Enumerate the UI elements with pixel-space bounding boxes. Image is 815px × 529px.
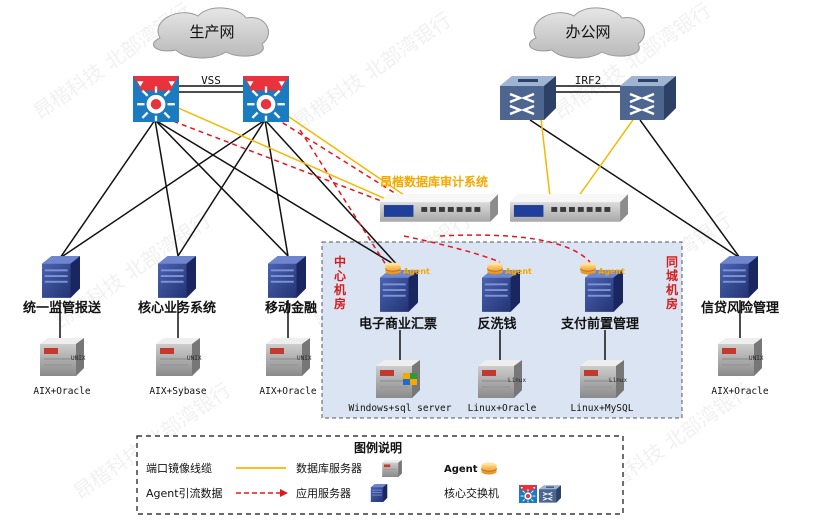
- audit-appliance-2: [510, 194, 628, 222]
- legend-db-server-label: 数据库服务器: [296, 461, 362, 475]
- svg-text:中心机房: 中心机房: [334, 254, 346, 311]
- legend-app-server-label: 应用服务器: [296, 486, 351, 500]
- svg-text:UNIX: UNIX: [297, 355, 312, 362]
- app-server-credit-risk: [720, 256, 758, 298]
- db-label-credit-risk: AIX+Oracle: [711, 386, 768, 397]
- db-server-mobile-finance: UNIX: [266, 338, 312, 376]
- svg-text:Linux: Linux: [508, 377, 526, 384]
- topology-lines: [59, 85, 741, 360]
- db-label-core-business: AIX+Sybase: [149, 386, 206, 397]
- app-server-unified-report: [42, 256, 80, 298]
- city-room-label: 同城机房: [666, 255, 678, 311]
- svg-text:Agent: Agent: [598, 267, 625, 276]
- legend-app-server-icon: [370, 484, 388, 502]
- system-name-mobile-finance: 移动金融: [265, 300, 317, 316]
- svg-text:UNIX: UNIX: [71, 355, 86, 362]
- center-room-label: 中心机房: [334, 254, 346, 311]
- svg-text:UNIX: UNIX: [187, 355, 202, 362]
- db-label-e-bill: Windows+sql server: [349, 403, 452, 414]
- irf2-label: IRF2: [575, 74, 602, 87]
- legend-db-server-icon: [382, 460, 402, 477]
- svg-text:UNIX: UNIX: [749, 355, 764, 362]
- system-name-e-bill: 电子商业汇票: [359, 316, 437, 332]
- db-server-core-business: UNIX: [156, 338, 202, 376]
- cloud-office-label: 办公网: [565, 23, 610, 41]
- app-server-e-bill: Agent: [380, 262, 430, 312]
- db-server-payment: Linux: [580, 360, 627, 398]
- system-name-payment: 支付前置管理: [560, 316, 639, 332]
- app-server-core-business: [158, 256, 196, 298]
- system-name-core-business: 核心业务系统: [138, 300, 216, 316]
- system-name-credit-risk: 信贷风险管理: [701, 300, 779, 316]
- app-server-mobile-finance: [268, 256, 306, 298]
- db-server-e-bill: [376, 360, 420, 398]
- legend-core-switch-icon: [519, 484, 537, 504]
- cloud-production: 生产网: [153, 7, 269, 59]
- system-name-aml: 反洗钱: [477, 316, 516, 332]
- app-server-payment: Agent: [579, 262, 625, 312]
- svg-text:Agent: Agent: [403, 267, 430, 276]
- core-switch-2: [243, 74, 289, 124]
- db-label-aml: Linux+Oracle: [468, 403, 537, 414]
- cloud-production-label: 生产网: [189, 23, 234, 41]
- office-switch-2: [620, 74, 676, 122]
- db-label-unified-report: AIX+Oracle: [33, 386, 90, 397]
- vss-label: VSS: [201, 74, 221, 87]
- agent-icon: [384, 262, 402, 275]
- legend: 图例说明 端口镜像线缆 Agent引流数据 数据库服务器 应用服务器 Agent…: [136, 435, 624, 515]
- legend-title: 图例说明: [354, 440, 402, 455]
- agent-icon: [486, 262, 504, 275]
- legend-office-switch-icon: [539, 484, 561, 504]
- legend-agent-label: Agent: [444, 464, 478, 475]
- legend-agent-flow-label: Agent引流数据: [146, 486, 223, 500]
- db-server-unified-report: UNIX: [40, 338, 86, 376]
- cloud-office: 办公网: [529, 7, 645, 59]
- legend-mirror-label: 端口镜像线缆: [146, 461, 212, 475]
- db-server-credit-risk: UNIX: [718, 338, 764, 376]
- db-label-mobile-finance: AIX+Oracle: [259, 386, 316, 397]
- db-label-payment: Linux+MySQL: [571, 403, 634, 414]
- svg-text:Linux: Linux: [609, 377, 627, 384]
- svg-text:同城机房: 同城机房: [666, 255, 678, 311]
- office-switch-1: [500, 74, 556, 122]
- legend-core-switch-label: 核心交换机: [444, 486, 499, 500]
- audit-system-label: 昂楷数据库审计系统: [380, 174, 488, 189]
- system-name-unified-report: 统一监管报送: [23, 300, 102, 316]
- core-switch-1: [133, 74, 179, 124]
- agent-icon: [579, 262, 597, 275]
- audit-appliance-1: [380, 194, 498, 222]
- svg-text:Agent: Agent: [505, 267, 532, 276]
- legend-agent-icon: [480, 462, 498, 475]
- db-server-aml: Linux: [478, 360, 526, 398]
- svg-text:昂楷科技 北部湾银行: 昂楷科技 北部湾银行: [289, 8, 455, 135]
- app-server-aml: Agent: [482, 262, 532, 312]
